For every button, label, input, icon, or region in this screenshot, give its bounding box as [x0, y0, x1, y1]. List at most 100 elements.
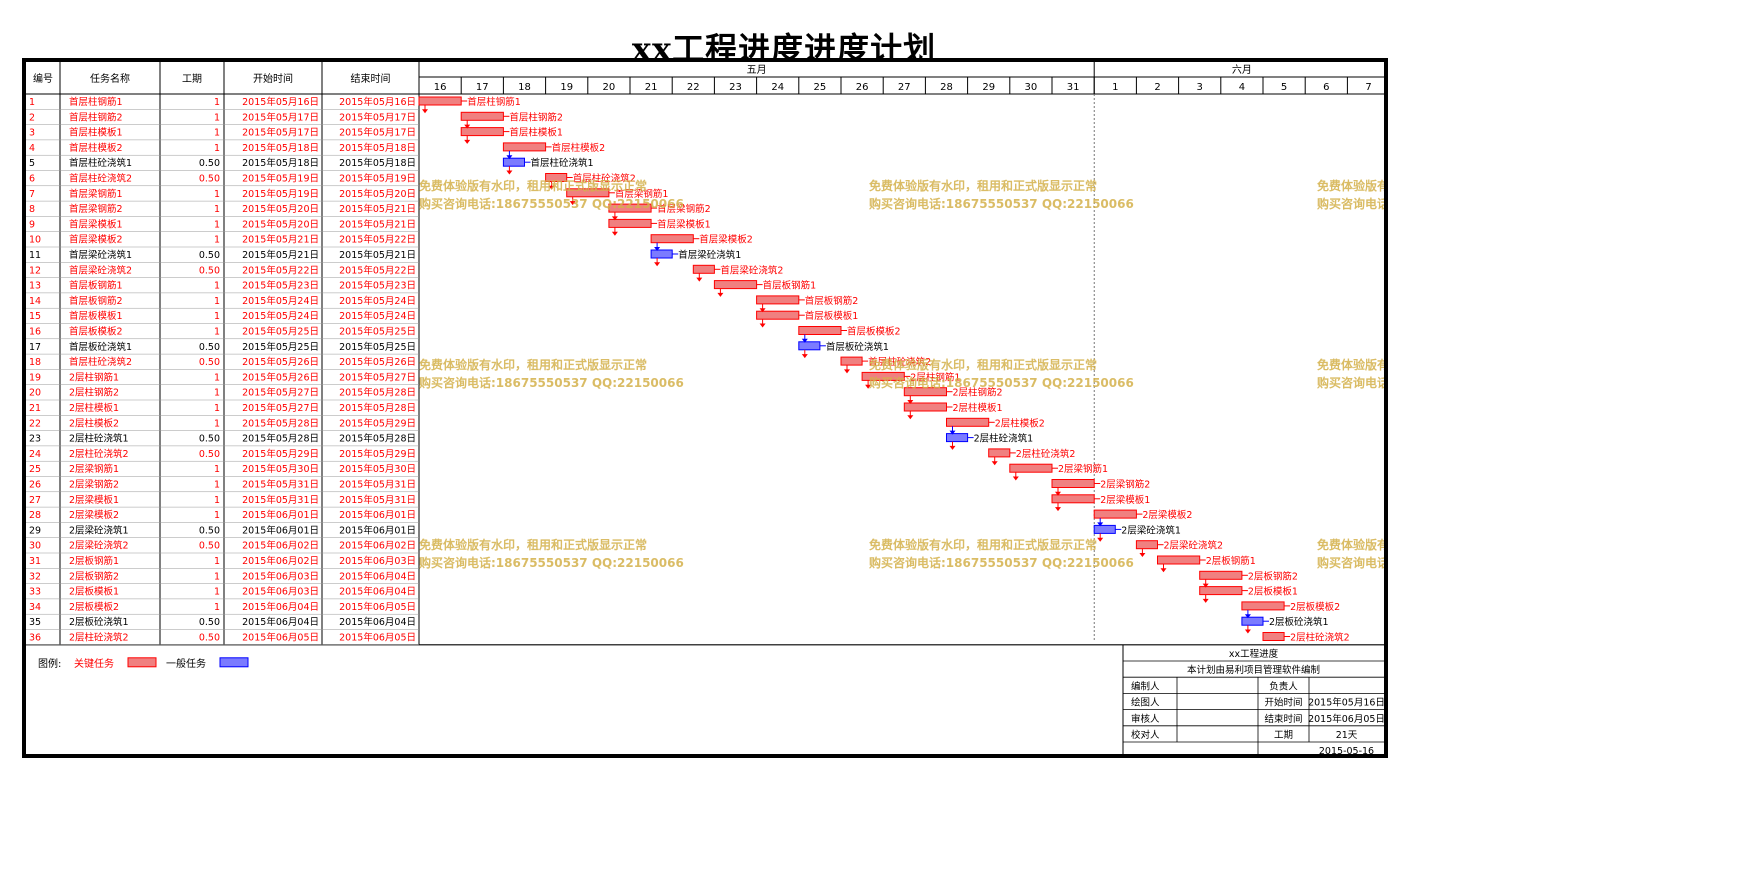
- day-tick-label: 20: [603, 82, 616, 93]
- task-duration: 1: [214, 296, 220, 307]
- day-tick-label: 18: [518, 82, 531, 93]
- task-duration: 1: [214, 204, 220, 215]
- task-end: 2015年06月05日: [339, 632, 416, 644]
- task-name: 首层梁模板2: [69, 234, 123, 246]
- dependency-arrow: [1139, 553, 1146, 557]
- task-start: 2015年05月27日: [242, 402, 319, 414]
- bar-label: 2层梁钢筋2: [1100, 479, 1150, 491]
- task-end: 2015年05月23日: [339, 280, 416, 292]
- bar-label: 首层柱钢筋2: [509, 111, 563, 123]
- task-name: 首层柱模板1: [69, 127, 123, 139]
- task-duration: 1: [214, 571, 220, 582]
- task-name: 2层板钢筋1: [69, 555, 119, 567]
- dependency-arrow: [464, 124, 471, 129]
- watermark-line2: 购买咨询电话:18675550537 QQ:22150066: [869, 555, 1134, 570]
- bar-label: 首层梁模板1: [657, 218, 711, 230]
- day-tick-label: 4: [1239, 82, 1245, 93]
- legend-critical-label: 关键任务: [74, 657, 114, 670]
- watermark-line1: 免费体验版有水印，租用和正式版显示正常: [869, 537, 1097, 552]
- task-id: 3: [29, 128, 35, 139]
- task-name: 首层板模板1: [69, 310, 123, 322]
- dependency-arrow: [464, 139, 471, 144]
- footer-left-label: 编制人: [1131, 680, 1160, 692]
- task-name: 2层柱模板1: [69, 402, 119, 414]
- task-end: 2015年05月22日: [339, 234, 416, 246]
- task-name: 2层柱砼浇筑2: [69, 632, 129, 644]
- gantt-bar: [502, 142, 547, 152]
- day-tick-label: 21: [645, 82, 658, 93]
- task-start: 2015年06月04日: [242, 601, 319, 613]
- bar-label: 2层柱钢筋2: [953, 387, 1003, 399]
- task-id: 8: [29, 204, 35, 215]
- dependency-arrow: [1160, 568, 1167, 573]
- gantt-bar: [545, 173, 568, 182]
- month-label-1: 六月: [1232, 64, 1252, 76]
- bar-label: 2层梁模板1: [1100, 494, 1150, 506]
- task-duration: 0.50: [199, 357, 220, 368]
- dependency-arrow: [422, 109, 428, 114]
- task-id: 25: [29, 464, 41, 475]
- task-start: 2015年05月25日: [242, 341, 319, 353]
- dependency-arrow: [759, 323, 766, 328]
- task-id: 16: [29, 327, 41, 338]
- task-start: 2015年05月31日: [242, 479, 319, 491]
- bar-label: 首层柱砼浇筑2: [573, 173, 636, 185]
- task-duration: 1: [214, 556, 220, 567]
- bar-label: 首层柱砼浇筑1: [531, 157, 594, 169]
- dependency-arrow: [949, 445, 956, 450]
- gantt-bar: [1157, 555, 1201, 565]
- footer-date: 2015-05-16: [1319, 746, 1374, 754]
- task-id: 17: [29, 342, 41, 353]
- footer-left-label: 校对人: [1131, 729, 1160, 741]
- dependency-arrow: [1202, 598, 1209, 603]
- task-duration: 1: [214, 327, 220, 338]
- task-start: 2015年05月29日: [242, 448, 319, 460]
- task-duration: 0.50: [199, 250, 220, 261]
- gantt-bar: [650, 249, 673, 259]
- task-name: 2层梁钢筋2: [69, 479, 119, 491]
- watermark-line1: 免费体验版有水印，租用和正式版显示正常: [1317, 178, 1384, 193]
- task-start: 2015年05月26日: [242, 371, 319, 383]
- bar-label: 首层板模板1: [805, 310, 859, 322]
- task-start: 2015年06月04日: [242, 616, 319, 628]
- table-header-4: 结束时间: [351, 72, 391, 85]
- dependency-arrow: [569, 201, 576, 206]
- task-end: 2015年05月21日: [339, 249, 416, 261]
- bar-label: 首层梁砼浇筑1: [678, 249, 741, 261]
- task-name: 2层梁模板2: [69, 509, 119, 521]
- footer-subtitle: 本计划由易利项目管理软件编制: [1187, 664, 1320, 676]
- footer-right-label: 开始时间: [1264, 697, 1302, 709]
- task-duration: 1: [214, 112, 220, 123]
- task-end: 2015年06月01日: [339, 509, 416, 521]
- task-id: 24: [29, 449, 41, 460]
- dependency-arrow: [1055, 491, 1061, 496]
- task-duration: 1: [214, 510, 220, 521]
- task-start: 2015年05月17日: [242, 111, 319, 123]
- footer-left-label: 绘图人: [1131, 697, 1160, 709]
- dependency-arrow: [1244, 629, 1251, 634]
- dependency-arrow: [654, 262, 661, 267]
- month-label-0: 五月: [747, 64, 767, 76]
- legend-prefix: 图例:: [38, 657, 61, 670]
- task-id: 5: [29, 158, 35, 169]
- dependency-arrow: [801, 354, 808, 359]
- gantt-bar: [1199, 570, 1243, 580]
- task-end: 2015年05月30日: [339, 463, 416, 475]
- task-id: 21: [29, 403, 41, 414]
- task-duration: 0.50: [199, 449, 220, 460]
- table-header-1: 任务名称: [90, 72, 130, 85]
- bar-label: 首层柱模板1: [509, 127, 563, 139]
- task-start: 2015年05月31日: [242, 494, 319, 506]
- gantt-bar: [1009, 463, 1053, 473]
- bar-label: 2层板模板1: [1248, 586, 1298, 598]
- task-start: 2015年05月28日: [242, 433, 319, 445]
- footer-right-label: 工期: [1274, 730, 1293, 741]
- task-end: 2015年05月31日: [339, 479, 416, 491]
- footer-right-value: 2015年06月05日: [1308, 713, 1384, 725]
- bar-label: 2层梁砼浇筑1: [1121, 524, 1181, 536]
- watermark-line1: 免费体验版有水印，租用和正式版显示正常: [869, 357, 1097, 372]
- task-id: 35: [29, 617, 41, 628]
- task-duration: 0.50: [199, 158, 220, 169]
